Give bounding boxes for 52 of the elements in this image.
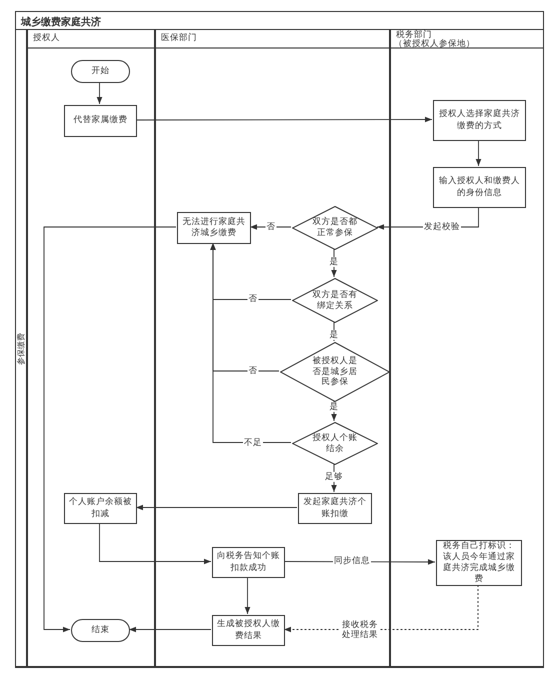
arrow [331,464,337,492]
edge-label: 是 [328,256,340,268]
process-box: 个人账户余额被扣减 [64,493,137,524]
lane-title: 医保部门 [161,34,197,43]
band-title: 参保缴费 [16,333,26,365]
swimlane [27,29,155,667]
process-box: 发起家庭共济个账扣缴 [298,493,372,524]
decision-diamond: 双方是否有绑定关系 [292,278,378,323]
arrow [376,206,479,230]
decision-diamond: 被授权人是否是城乡居民参保 [280,342,390,402]
lane-title: （被授权人参保地） [394,40,475,49]
process-box: 税务自己打标识：该人员今年通过家庭共济完成城乡缴费 [436,540,522,586]
process-box: 生成被授权人缴费结果 [212,615,285,646]
pool-title: 城乡缴费家庭共济 [21,15,101,29]
edge-label: 足够 [324,472,344,482]
process-box: 授权人选择家庭共济缴费的方式 [433,100,526,141]
process-box: 输入授权人和缴费人的身份信息 [433,167,526,208]
edge-label: 接收税务处理结果 [340,620,380,640]
terminal-shape: 结束 [71,619,130,642]
phase-band [15,29,27,667]
arrow [250,224,292,230]
arrow [136,116,432,122]
arrow [96,82,102,104]
arrow [331,248,337,278]
edge-label: 否 [248,366,258,376]
arrow [331,322,337,342]
swimlane [390,29,544,667]
arrow [44,226,176,632]
lane-title: 税务部门 [396,31,432,40]
dashed-arrow [284,584,478,632]
terminal-shape: 开始 [71,60,130,83]
edge-label: 否 [248,294,258,304]
arrow [244,576,250,614]
edge-label: 是 [328,330,340,340]
arrow [128,626,212,632]
edge-label: 不足 [243,438,263,448]
process-box: 无法进行家庭共济城乡缴费 [177,212,251,244]
arrow [476,140,482,166]
arrow [99,522,212,564]
decision-diamond: 授权人个账结余 [292,422,378,465]
edge-label: 否 [266,222,276,232]
process-box: 代替家属缴费 [64,105,137,137]
edge-label: 同步信息 [333,556,371,566]
arrow [284,559,436,565]
process-box: 向税务告知个账扣款成功 [212,547,285,578]
lane-title: 授权人 [33,34,60,43]
edge-label: 是 [328,402,340,412]
arrow [210,242,292,443]
decision-diamond: 双方是否都正常参保 [292,206,378,250]
swimlane [155,29,390,667]
edge-label: 发起校验 [423,222,461,232]
arrow [136,504,298,510]
